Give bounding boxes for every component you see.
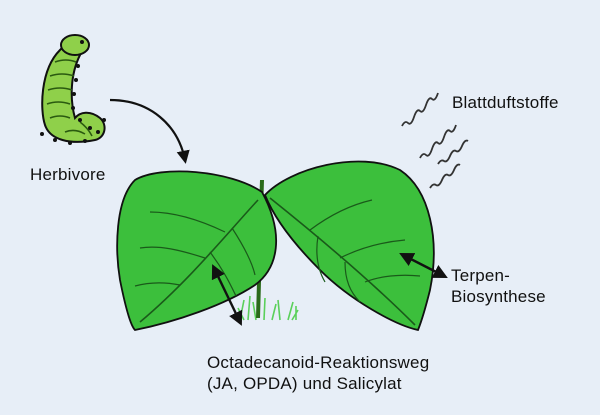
- octadecanoid-label: Octadecanoid-Reaktionsweg (JA, OPDA) und…: [207, 352, 429, 394]
- terpen-biosynthese-label: Terpen- Biosynthese: [451, 265, 546, 307]
- left-leaf: [116, 170, 277, 331]
- terpen-arrow: [399, 253, 448, 278]
- herbivore-label: Herbivore: [30, 165, 106, 184]
- blattduftstoffe-label: Blattduftstoffe: [452, 93, 559, 112]
- herbivore-arrow: [109, 98, 190, 164]
- terpen-line-1: Terpen-: [451, 266, 511, 285]
- grass: [237, 295, 299, 321]
- scent-trails: [401, 92, 469, 189]
- caterpillar-illustration: [40, 34, 106, 145]
- right-leaf: [263, 160, 435, 332]
- octadecanoid-arrow: [211, 264, 243, 326]
- terpen-line-2: Biosynthese: [451, 287, 546, 306]
- octadecanoid-line-2: (JA, OPDA) und Salicylat: [207, 374, 402, 393]
- octadecanoid-line-1: Octadecanoid-Reaktionsweg: [207, 353, 430, 372]
